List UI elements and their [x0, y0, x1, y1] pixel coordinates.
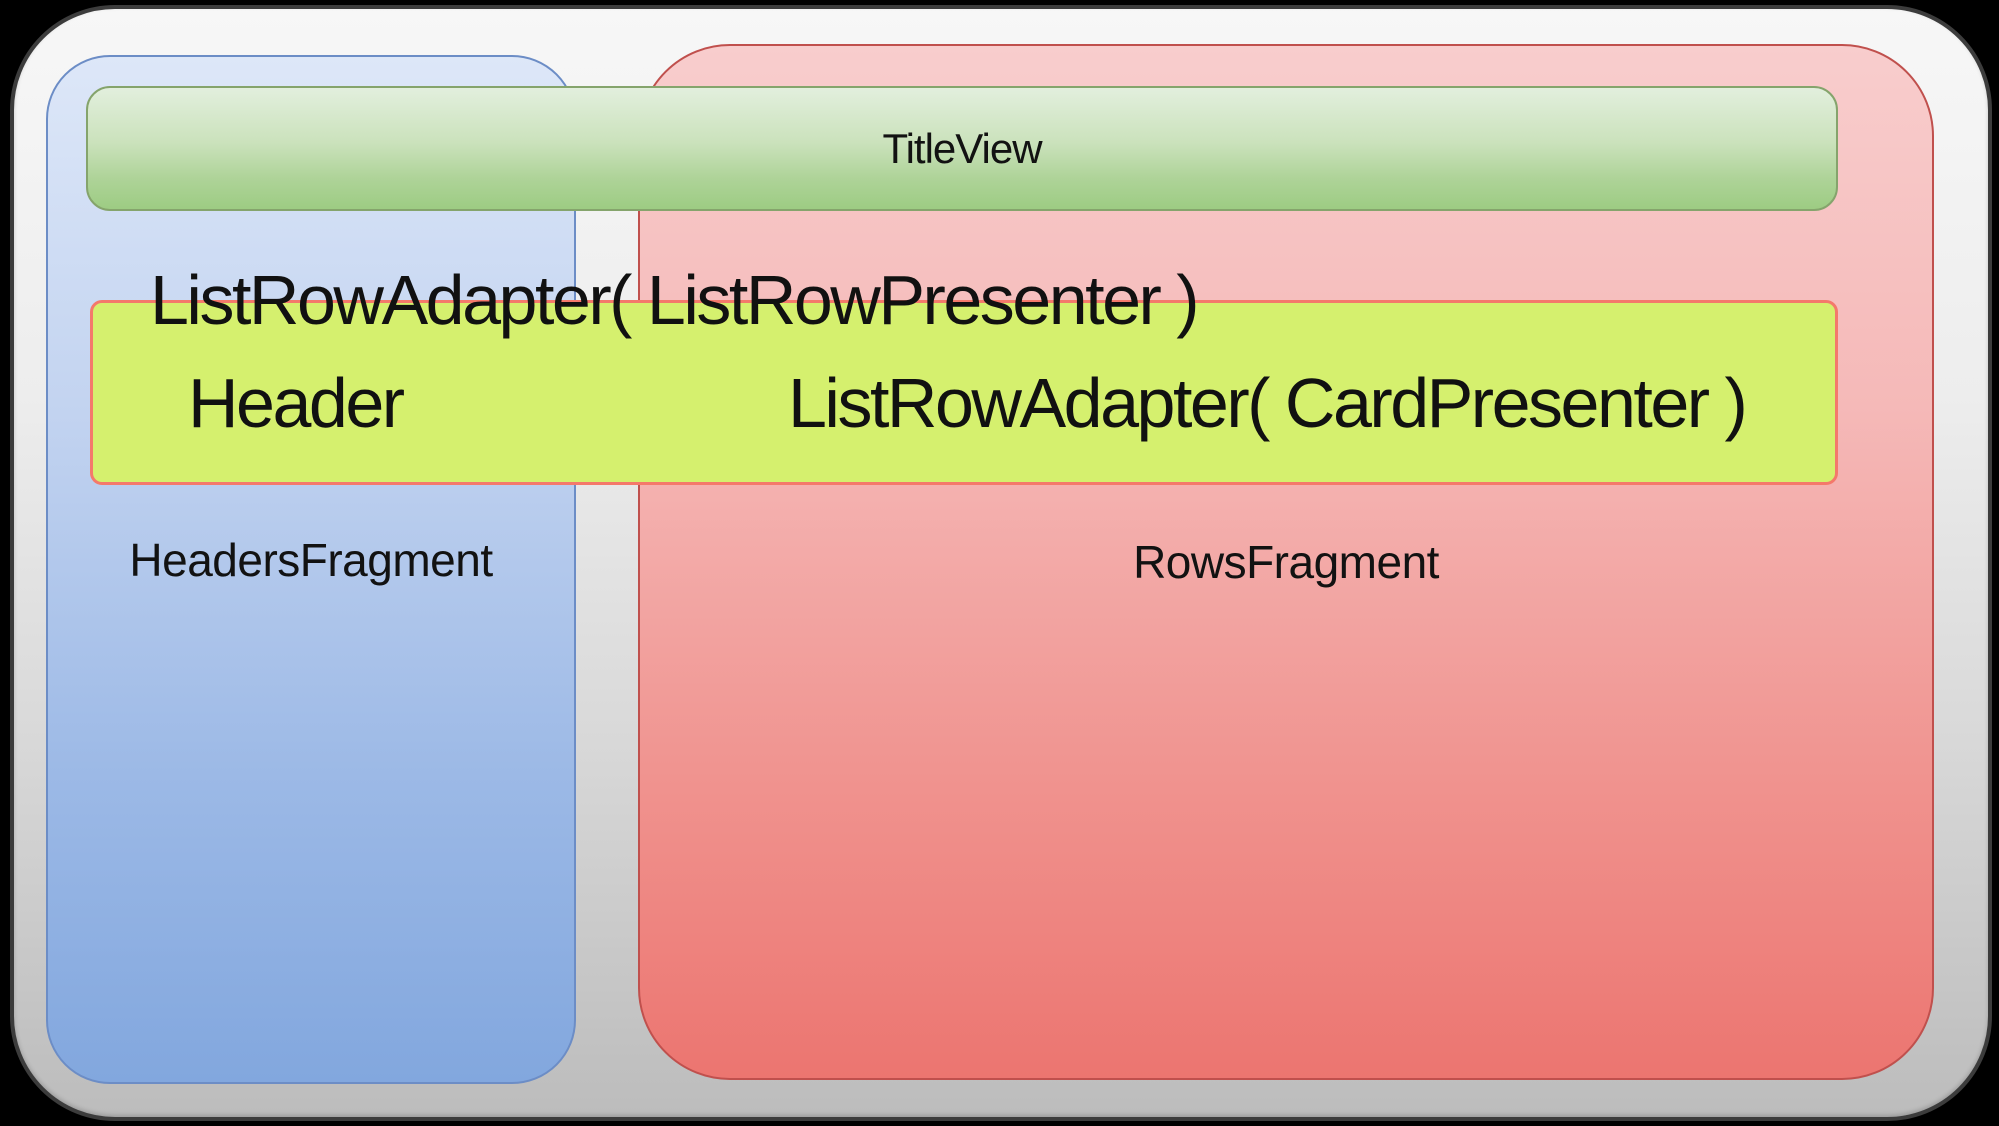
rows-fragment-label: RowsFragment [1133, 536, 1439, 588]
headers-fragment-label: HeadersFragment [129, 534, 493, 586]
headers-fragment-box [46, 55, 576, 1084]
header-label: Header [188, 364, 405, 442]
rows-fragment-box [638, 44, 1934, 1080]
list-row-box [90, 300, 1838, 485]
card-presenter-label: ListRowAdapter( CardPresenter ) [788, 364, 1748, 442]
title-view-label: TitleView [882, 124, 1042, 172]
list-row-presenter-label: ListRowAdapter( ListRowPresenter ) [150, 261, 1200, 339]
title-view-box: TitleView [86, 86, 1838, 211]
